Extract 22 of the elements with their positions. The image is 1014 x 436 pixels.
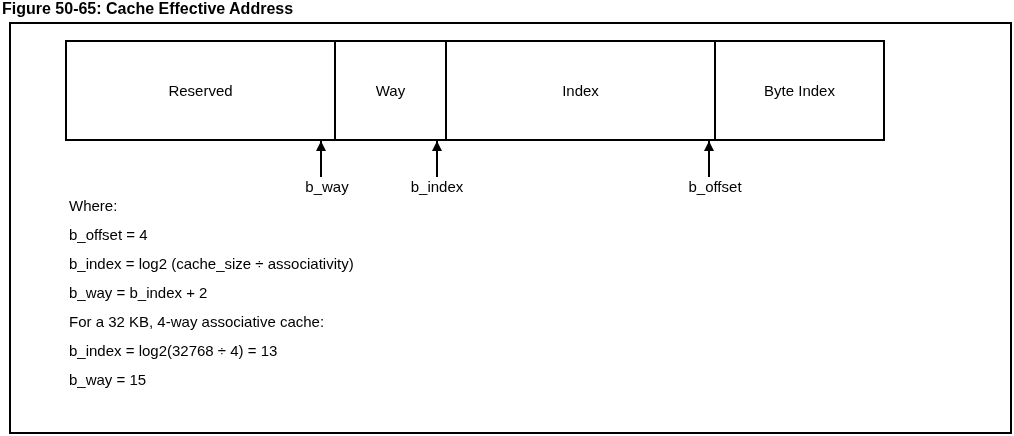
bit-field-box xyxy=(714,40,885,141)
formula-text: b_way = 15 xyxy=(69,371,147,388)
bit-field-box xyxy=(445,40,716,141)
field-name: Index xyxy=(562,82,599,99)
formula-text: b_index = log2 (cache_size ÷ associativity) xyxy=(69,255,354,272)
pointer-label: b_offset xyxy=(688,178,742,195)
formula-text: b_way = b_index + 2 xyxy=(69,284,208,301)
arrow xyxy=(432,140,442,178)
field-name: Way xyxy=(375,82,406,99)
formula-text: b_index = log2(32768 ÷ 4) = 13 xyxy=(69,342,278,359)
note-heading: Where: xyxy=(69,197,118,214)
figure-title: Figure 50-65: Cache Effective Address xyxy=(2,0,294,18)
field-name: Reserved xyxy=(168,82,233,99)
field-name: Byte Index xyxy=(764,82,835,99)
formula-text: For a 32 KB, 4-way associative cache: xyxy=(69,313,325,330)
bit-field-box xyxy=(65,40,336,141)
bit-field-box xyxy=(334,40,447,141)
arrow xyxy=(704,140,714,178)
pointer-label: b_way xyxy=(305,178,349,195)
formula-text: b_offset = 4 xyxy=(69,226,148,243)
pointer-label: b_index xyxy=(410,178,464,195)
arrow xyxy=(316,140,326,178)
